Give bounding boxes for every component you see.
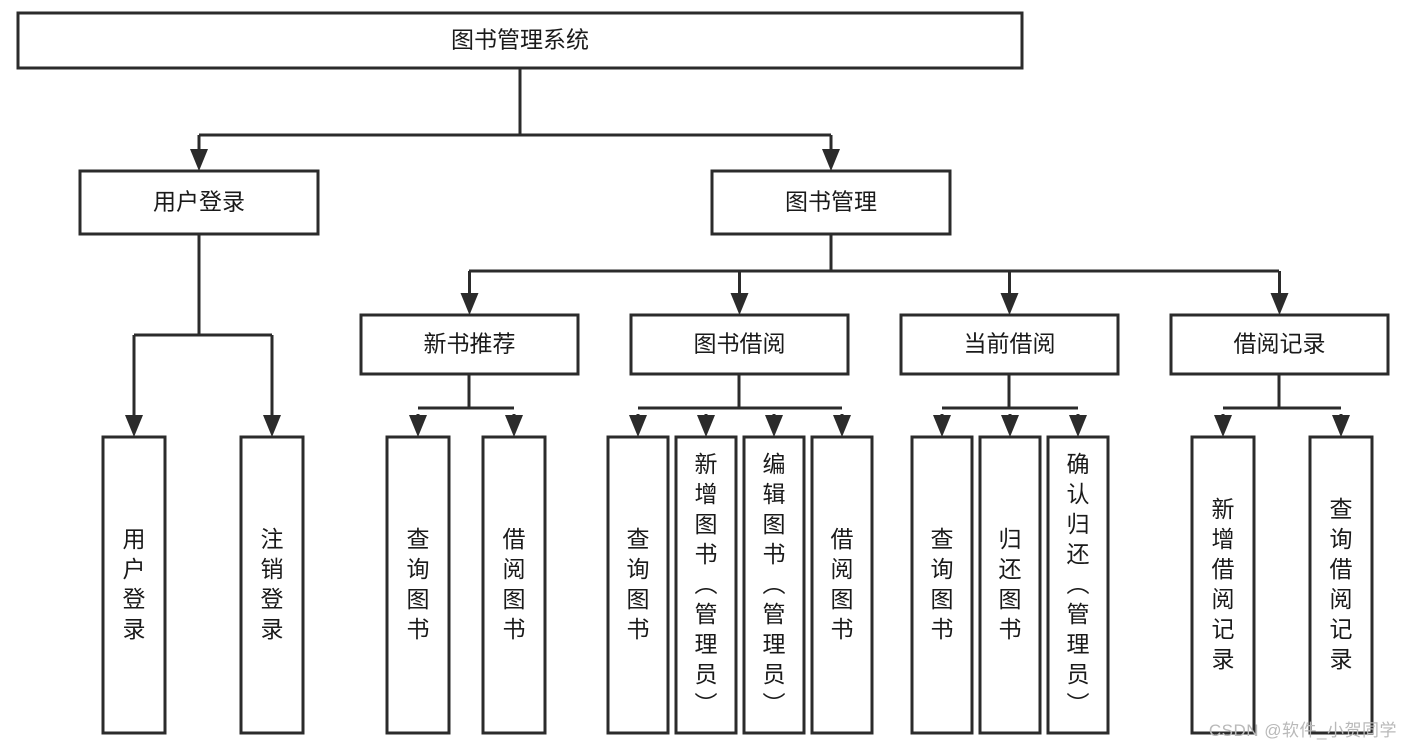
node-box-leaf-query-book-1[interactable] bbox=[385, 435, 451, 735]
node-box-current-borrow[interactable] bbox=[899, 313, 1120, 376]
arrow-head-icon-new-book-recommend bbox=[460, 293, 479, 315]
arrow-head-icon-leaf-borrow-book-1 bbox=[505, 415, 523, 437]
node-label-new-book-recommend: 新书推荐 bbox=[424, 331, 516, 357]
node-label-leaf-confirm-return: 确认归还︵管理员︶ bbox=[1067, 451, 1090, 717]
arrow-head-icon-leaf-add-borrow-record bbox=[1214, 415, 1232, 437]
node-box-borrow-record[interactable] bbox=[1169, 313, 1390, 376]
node-label-leaf-query-book-3: 查询图书 bbox=[931, 526, 954, 642]
node-label-root: 图书管理系统 bbox=[451, 27, 589, 53]
node-leaf-query-book-1[interactable]: 查询图书 bbox=[385, 435, 451, 735]
arrow-head-icon-leaf-return-book bbox=[1001, 415, 1019, 437]
node-label-book-manage: 图书管理 bbox=[785, 189, 877, 215]
node-label-leaf-add-book: 新增图书︵管理员︶ bbox=[695, 451, 718, 717]
node-label-leaf-borrow-book-1: 借阅图书 bbox=[503, 526, 526, 642]
node-box-leaf-query-book-3[interactable] bbox=[910, 435, 974, 735]
arrow-head-icon-leaf-edit-book bbox=[765, 415, 783, 437]
arrow-head-icon-leaf-query-borrow-record bbox=[1332, 415, 1350, 437]
node-box-leaf-logout[interactable] bbox=[239, 435, 305, 735]
node-label-leaf-return-book: 归还图书 bbox=[999, 526, 1022, 642]
node-new-book-recommend[interactable]: 新书推荐 bbox=[359, 313, 580, 376]
arrow-head-icon-current-borrow bbox=[1000, 293, 1019, 315]
node-label-current-borrow: 当前借阅 bbox=[964, 331, 1056, 357]
node-box-leaf-borrow-book-1[interactable] bbox=[481, 435, 547, 735]
node-book-borrow[interactable]: 图书借阅 bbox=[629, 313, 850, 376]
node-box-leaf-user-login[interactable] bbox=[101, 435, 167, 735]
node-leaf-borrow-book-1[interactable]: 借阅图书 bbox=[481, 435, 547, 735]
node-box-leaf-edit-book[interactable] bbox=[742, 435, 806, 735]
node-leaf-borrow-book-2[interactable]: 借阅图书 bbox=[810, 435, 874, 735]
node-leaf-add-borrow-record[interactable]: 新增借阅记录 bbox=[1190, 435, 1256, 735]
arrow-head-icon-borrow-record bbox=[1270, 293, 1289, 315]
arrow-head-icon-user-login bbox=[190, 149, 208, 171]
node-box-book-manage[interactable] bbox=[710, 169, 952, 236]
node-box-leaf-query-borrow-record[interactable] bbox=[1308, 435, 1374, 735]
node-box-new-book-recommend[interactable] bbox=[359, 313, 580, 376]
node-label-leaf-query-book-2: 查询图书 bbox=[627, 526, 650, 642]
node-root[interactable]: 图书管理系统 bbox=[16, 11, 1024, 70]
node-leaf-add-book[interactable]: 新增图书︵管理员︶ bbox=[674, 435, 738, 735]
node-label-user-login: 用户登录 bbox=[153, 189, 245, 215]
arrow-head-icon-leaf-add-book bbox=[697, 415, 715, 437]
node-label-leaf-query-book-1: 查询图书 bbox=[407, 526, 430, 642]
node-leaf-confirm-return[interactable]: 确认归还︵管理员︶ bbox=[1046, 435, 1110, 735]
node-leaf-user-login[interactable]: 用户登录 bbox=[101, 435, 167, 735]
arrow-head-icon-leaf-confirm-return bbox=[1069, 415, 1087, 437]
arrow-head-icon-leaf-user-login bbox=[125, 415, 143, 437]
node-label-borrow-record: 借阅记录 bbox=[1234, 331, 1326, 357]
node-label-leaf-edit-book: 编辑图书︵管理员︶ bbox=[763, 451, 786, 717]
node-label-leaf-add-borrow-record: 新增借阅记录 bbox=[1212, 496, 1235, 672]
arrow-head-icon-book-borrow bbox=[730, 293, 749, 315]
node-label-leaf-borrow-book-2: 借阅图书 bbox=[831, 526, 854, 642]
node-box-leaf-return-book[interactable] bbox=[978, 435, 1042, 735]
connectors-layer bbox=[125, 68, 1350, 437]
node-book-manage[interactable]: 图书管理 bbox=[710, 169, 952, 236]
node-box-leaf-confirm-return[interactable] bbox=[1046, 435, 1110, 735]
node-box-book-borrow[interactable] bbox=[629, 313, 850, 376]
node-leaf-query-book-3[interactable]: 查询图书 bbox=[910, 435, 974, 735]
node-current-borrow[interactable]: 当前借阅 bbox=[899, 313, 1120, 376]
node-label-book-borrow: 图书借阅 bbox=[694, 331, 786, 357]
node-label-leaf-logout: 注销登录 bbox=[261, 526, 284, 642]
node-leaf-query-borrow-record[interactable]: 查询借阅记录 bbox=[1308, 435, 1374, 735]
arrow-head-icon-leaf-query-book-2 bbox=[629, 415, 647, 437]
node-user-login[interactable]: 用户登录 bbox=[78, 169, 320, 236]
node-box-user-login[interactable] bbox=[78, 169, 320, 236]
node-label-leaf-query-borrow-record: 查询借阅记录 bbox=[1330, 496, 1353, 672]
node-box-leaf-borrow-book-2[interactable] bbox=[810, 435, 874, 735]
node-label-leaf-user-login: 用户登录 bbox=[123, 526, 146, 642]
arrow-head-icon-leaf-borrow-book-2 bbox=[833, 415, 851, 437]
node-box-leaf-query-book-2[interactable] bbox=[606, 435, 670, 735]
arrow-head-icon-leaf-query-book-3 bbox=[933, 415, 951, 437]
node-leaf-return-book[interactable]: 归还图书 bbox=[978, 435, 1042, 735]
arrow-head-icon-leaf-query-book-1 bbox=[409, 415, 427, 437]
node-borrow-record[interactable]: 借阅记录 bbox=[1169, 313, 1390, 376]
arrow-head-icon-book-manage bbox=[822, 149, 840, 171]
node-box-leaf-add-borrow-record[interactable] bbox=[1190, 435, 1256, 735]
node-leaf-edit-book[interactable]: 编辑图书︵管理员︶ bbox=[742, 435, 806, 735]
node-leaf-query-book-2[interactable]: 查询图书 bbox=[606, 435, 670, 735]
node-box-leaf-add-book[interactable] bbox=[674, 435, 738, 735]
node-leaf-logout[interactable]: 注销登录 bbox=[239, 435, 305, 735]
arrow-head-icon-leaf-logout bbox=[263, 415, 281, 437]
node-box-root[interactable] bbox=[16, 11, 1024, 70]
nodes-layer: 图书管理系统用户登录图书管理新书推荐图书借阅当前借阅借阅记录用户登录注销登录查询… bbox=[16, 11, 1390, 735]
